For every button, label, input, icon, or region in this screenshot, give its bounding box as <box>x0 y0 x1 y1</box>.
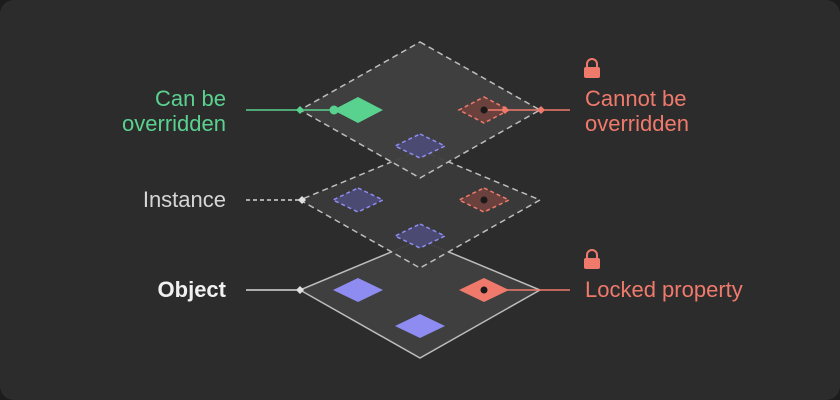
label-locked-property: Locked property <box>585 277 743 302</box>
object-layer <box>298 239 542 359</box>
override-diamond-green <box>333 97 383 123</box>
locked-property-dot <box>480 286 488 294</box>
label-cannot-be-overridden: Cannot be overridden <box>585 86 689 136</box>
override-locked-dot <box>480 106 488 114</box>
label-line: Cannot be <box>585 86 687 111</box>
object-property-diamond <box>395 314 445 338</box>
instance-property-diamond <box>331 187 385 213</box>
instance-locked-dot <box>480 196 488 204</box>
lock-icon <box>584 249 600 269</box>
label-line: overridden <box>122 111 226 136</box>
instance-property-diamond <box>393 223 447 249</box>
label-line: overridden <box>585 111 689 136</box>
instance-layer <box>298 149 542 269</box>
label-object: Object <box>157 277 226 302</box>
left-connectors <box>246 105 339 294</box>
override-layer <box>298 41 542 179</box>
label-can-be-overridden: Can be overridden <box>122 86 226 136</box>
label-instance: Instance <box>142 187 226 212</box>
override-property-diamond <box>393 133 447 159</box>
lock-icon <box>584 58 600 78</box>
object-property-diamond <box>333 278 383 302</box>
label-line: Can be <box>155 86 226 111</box>
right-connectors <box>488 106 570 291</box>
